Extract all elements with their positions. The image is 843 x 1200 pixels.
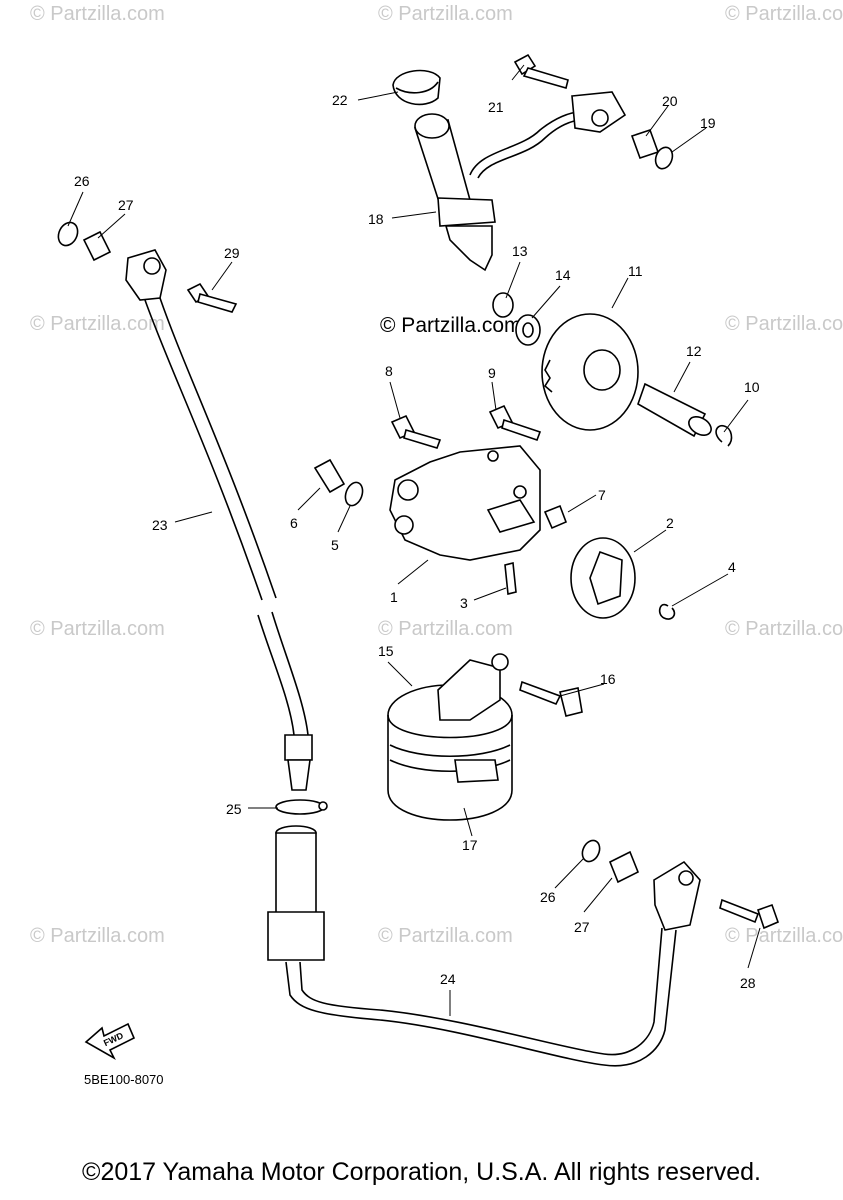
callout-27: 27 [118,197,134,213]
watermark-text: © Partzilla.com [725,925,843,947]
callout-2: 2 [666,515,674,531]
watermark-text: © Partzilla.com [725,618,843,640]
watermark-text: © Partzilla.com [30,618,165,640]
watermark-center-text: © Partzilla.com [380,314,522,337]
forward-direction-indicator: FWD [84,1022,136,1061]
diagram-code: 5BE100-8070 [84,1072,164,1087]
callout-10: 10 [744,379,760,395]
callout-22: 22 [332,92,348,108]
lower-pipe-assembly [267,799,780,1067]
callout-7: 7 [598,487,606,503]
callout-26: 26 [74,173,90,189]
watermark-text: © Partzilla.com [725,3,843,25]
oil-pump-assembly [313,292,733,620]
upper-pipe-assembly [392,53,674,272]
callout-4: 4 [728,559,736,575]
callout-8: 8 [385,363,393,379]
watermark-text: © Partzilla.com [725,313,843,335]
callout-15: 15 [378,643,394,659]
callout-28: 28 [740,975,756,991]
watermark-text: © Partzilla.com [30,925,165,947]
callout-17: 17 [462,837,478,853]
callout-19: 19 [700,115,716,131]
watermark-text: © Partzilla.com [378,3,513,25]
callout-13: 13 [512,243,528,259]
left-hose-assembly [57,221,313,791]
leader-lines [67,64,761,1016]
callout-9: 9 [488,365,496,381]
callout-12: 12 [686,343,702,359]
watermark-text: © Partzilla.com [378,925,513,947]
watermark-text: © Partzilla.com [30,313,165,335]
copyright-footer: ©2017 Yamaha Motor Corporation, U.S.A. A… [82,1158,761,1186]
callout-18: 18 [368,211,384,227]
callout-labels: 22 21 20 19 18 26 27 29 13 14 11 12 10 8… [74,92,760,991]
callout-21: 21 [488,99,504,115]
watermark-text: © Partzilla.com [30,3,165,25]
callout-3: 3 [460,595,468,611]
callout-20: 20 [662,93,678,109]
callout-25: 25 [226,801,242,817]
callout-26: 26 [540,889,556,905]
callout-6: 6 [290,515,298,531]
callout-14: 14 [555,267,571,283]
callout-27: 27 [574,919,590,935]
watermark-text: © Partzilla.com [378,618,513,640]
callout-16: 16 [600,671,616,687]
callout-5: 5 [331,537,339,553]
callout-1: 1 [390,589,398,605]
callout-29: 29 [224,245,240,261]
callout-24: 24 [440,971,456,987]
watermark-layer: © Partzilla.com © Partzilla.com © Partzi… [30,3,843,947]
callout-23: 23 [152,517,168,533]
callout-11: 11 [628,263,643,279]
strainer-assembly [387,653,583,821]
